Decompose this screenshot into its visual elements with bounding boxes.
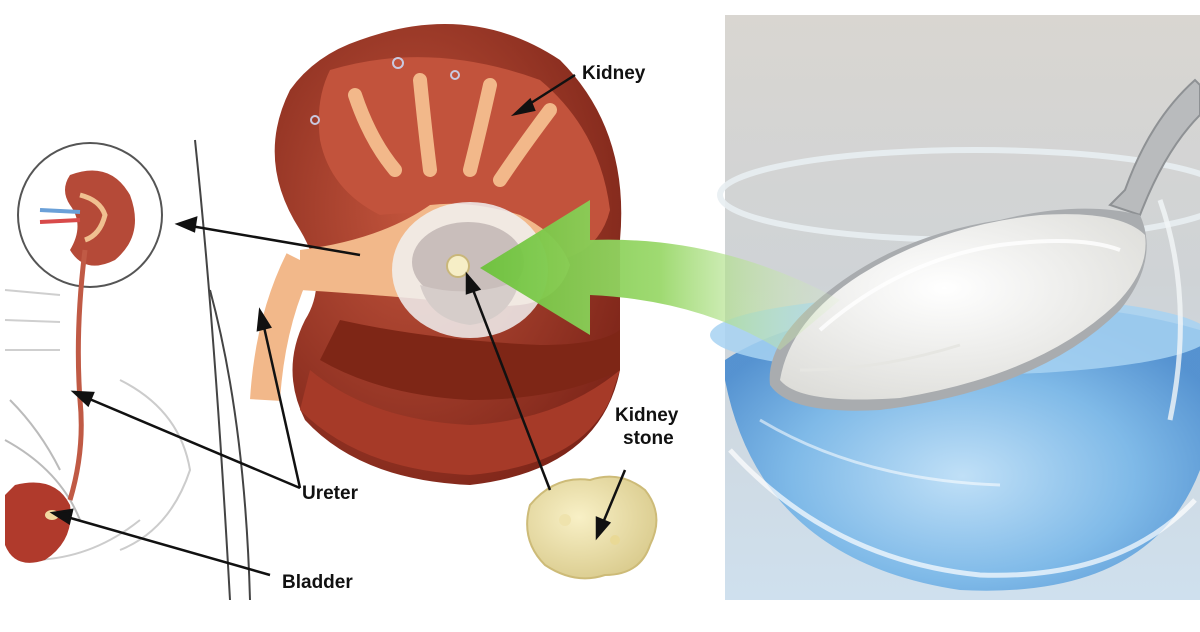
kidney-inset [17, 142, 163, 288]
kidney-stone-sample [526, 475, 658, 580]
bladder-shape [5, 482, 71, 563]
kidney-stone-label-line1: Kidney [615, 405, 679, 426]
bladder-label: Bladder [282, 572, 353, 593]
spoon-of-powder-icon [769, 78, 1200, 411]
ureter-label: Ureter [302, 483, 358, 504]
green-curved-arrow-icon [480, 200, 840, 350]
kidney-label: Kidney [582, 63, 646, 84]
kidney-stone-label-line2: stone [623, 428, 674, 449]
pointer-arrows [49, 73, 627, 577]
ureter-tube [67, 249, 88, 501]
